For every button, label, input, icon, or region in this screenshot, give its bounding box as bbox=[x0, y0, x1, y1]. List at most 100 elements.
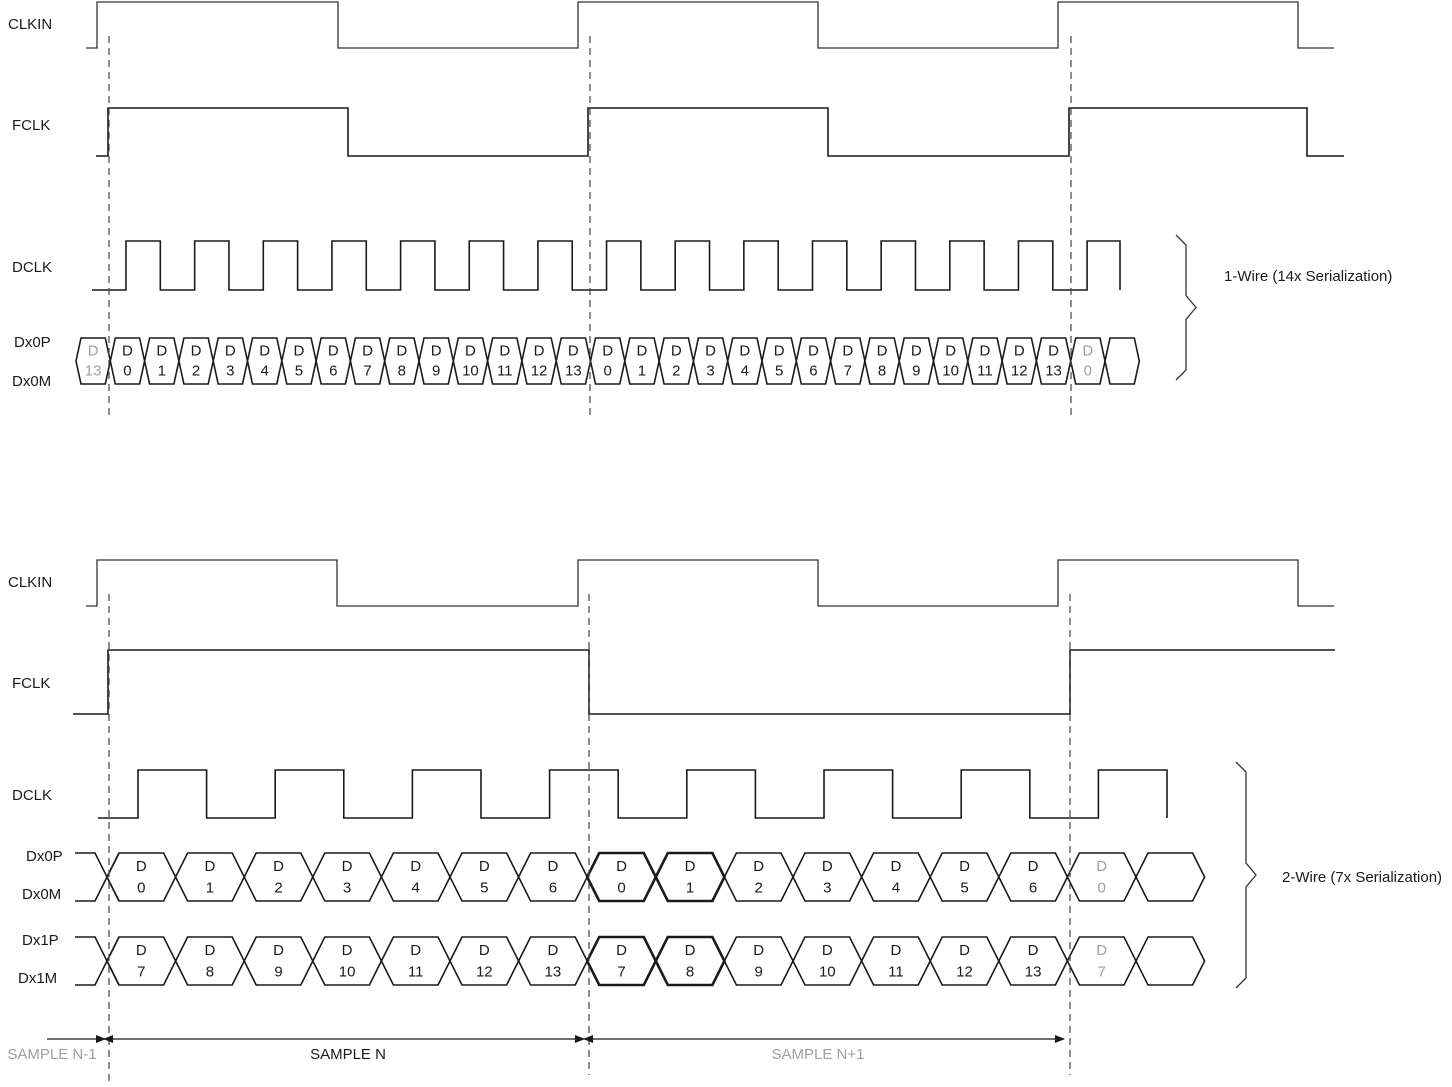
data-cells: D13D0D1D2D3D4D5D6D7D8D9D10D11D12D13D0D1D… bbox=[75, 337, 1141, 385]
data-cell-letter: D bbox=[685, 942, 696, 959]
dx1p-label: Dx1P bbox=[22, 932, 59, 949]
data-cell-letter: D bbox=[890, 858, 901, 875]
dx0m-label: Dx0M bbox=[12, 373, 51, 390]
data-cell-letter: D bbox=[499, 342, 510, 359]
sample-timeline: SAMPLE N-1 SAMPLE N SAMPLE N+1 bbox=[7, 1035, 1065, 1063]
data-cell-index: 4 bbox=[260, 363, 268, 380]
data-cell-index: 1 bbox=[158, 363, 166, 380]
data-cell-index: 2 bbox=[274, 879, 282, 896]
sample-n-minus-1-label: SAMPLE N-1 bbox=[7, 1046, 96, 1063]
brace-icon bbox=[1175, 234, 1197, 381]
data-cell-letter: D bbox=[1096, 858, 1107, 875]
data-cell-index: 2 bbox=[192, 363, 200, 380]
data-cell-letter: D bbox=[328, 342, 339, 359]
data-cell-index: 8 bbox=[686, 963, 694, 980]
fclk-waveform bbox=[96, 107, 1344, 157]
data-cell-letter: D bbox=[1048, 342, 1059, 359]
data-cell-index: 4 bbox=[892, 879, 900, 896]
data-cell-letter: D bbox=[479, 858, 490, 875]
data-cell-letter: D bbox=[342, 942, 353, 959]
data-cell-letter: D bbox=[88, 342, 99, 359]
data-cell-letter: D bbox=[273, 942, 284, 959]
data-cell-index: 7 bbox=[363, 363, 371, 380]
data-cell-letter: D bbox=[1082, 342, 1093, 359]
data-cell-index: 0 bbox=[123, 363, 131, 380]
data-cell-letter: D bbox=[136, 942, 147, 959]
data-cell-letter: D bbox=[362, 342, 373, 359]
data-cell-letter: D bbox=[959, 858, 970, 875]
clkin-label: CLKIN bbox=[8, 574, 52, 591]
data-cell-index: 5 bbox=[480, 879, 488, 896]
data-cell-letter: D bbox=[980, 342, 991, 359]
dx0m-label: Dx0M bbox=[22, 886, 61, 903]
data-cell-letter: D bbox=[753, 942, 764, 959]
data-lane-1: Dx1P Dx1M D7D8D9D10D11D12D13D7D8D9D10D11… bbox=[18, 932, 1206, 987]
data-cell-index: 11 bbox=[888, 963, 904, 980]
data-cell-letter: D bbox=[685, 858, 696, 875]
data-cell-index: 5 bbox=[960, 879, 968, 896]
data-cell-letter: D bbox=[410, 942, 421, 959]
data-cell-letter: D bbox=[616, 942, 627, 959]
data-cell-index: 9 bbox=[912, 363, 920, 380]
data-cell-index: 8 bbox=[878, 363, 886, 380]
data-cell-index: 13 bbox=[1045, 363, 1062, 380]
data-cell-index: 7 bbox=[844, 363, 852, 380]
data-cell-index: 13 bbox=[85, 363, 102, 380]
dclk-waveform bbox=[92, 240, 1121, 291]
sample-n-label: SAMPLE N bbox=[310, 1046, 386, 1063]
data-cell-letter: D bbox=[1028, 858, 1039, 875]
data-cell-letter: D bbox=[568, 342, 579, 359]
data-cell-index: 5 bbox=[775, 363, 783, 380]
dclk-waveform bbox=[98, 769, 1168, 819]
data-cell-index: 3 bbox=[823, 879, 831, 896]
data-cell-index: 12 bbox=[476, 963, 493, 980]
data-cell-index: 6 bbox=[549, 879, 557, 896]
data-cell-letter: D bbox=[431, 342, 442, 359]
data-cell-letter: D bbox=[191, 342, 202, 359]
data-cell-index: 12 bbox=[531, 363, 548, 380]
data-cell-letter: D bbox=[705, 342, 716, 359]
clkin-label: CLKIN bbox=[8, 16, 52, 33]
clkin-waveform bbox=[86, 559, 1334, 607]
data-cell-index: 0 bbox=[617, 879, 625, 896]
data-cell-index: 7 bbox=[137, 963, 145, 980]
clkin-waveform bbox=[86, 1, 1334, 49]
one-wire-section: CLKIN FCLK DCLK Dx0P Dx0M D13D0D1D2D3D4D… bbox=[8, 1, 1392, 390]
data-cell-letter: D bbox=[465, 342, 476, 359]
fclk-signal: FCLK bbox=[12, 107, 1344, 157]
data-cell-index: 1 bbox=[206, 879, 214, 896]
data-cell-index: 1 bbox=[686, 879, 694, 896]
sample-boundary-markers bbox=[108, 36, 1072, 1085]
data-cell-letter: D bbox=[877, 342, 888, 359]
fclk-waveform bbox=[73, 649, 1335, 715]
data-cell-letter: D bbox=[156, 342, 167, 359]
data-transition bbox=[75, 852, 120, 902]
data-cell-letter: D bbox=[671, 342, 682, 359]
data-cell-letter: D bbox=[534, 342, 545, 359]
two-wire-section: CLKIN FCLK DCLK Dx0P Dx0M D0D1D2D3D4D5D6… bbox=[8, 559, 1442, 989]
data-cell-letter: D bbox=[616, 858, 627, 875]
dclk-label: DCLK bbox=[12, 787, 52, 804]
data-cell-index: 0 bbox=[1098, 879, 1106, 896]
dx0p-label: Dx0P bbox=[26, 848, 63, 865]
data-cell-letter: D bbox=[959, 942, 970, 959]
fclk-label: FCLK bbox=[12, 117, 50, 134]
data-cell-index: 5 bbox=[295, 363, 303, 380]
data-cell-index: 9 bbox=[274, 963, 282, 980]
data-cell-index: 9 bbox=[432, 363, 440, 380]
data-cell-letter: D bbox=[945, 342, 956, 359]
data-cell-letter: D bbox=[136, 858, 147, 875]
data-cell-index: 0 bbox=[1084, 363, 1092, 380]
data-cell-letter: D bbox=[479, 942, 490, 959]
data-cell-letter: D bbox=[294, 342, 305, 359]
data-cell-index: 9 bbox=[755, 963, 763, 980]
data-cell-letter: D bbox=[204, 942, 215, 959]
data-cell-letter: D bbox=[225, 342, 236, 359]
data-cell-index: 13 bbox=[545, 963, 562, 980]
data-cell-index: 10 bbox=[942, 363, 959, 380]
data-cell-letter: D bbox=[890, 942, 901, 959]
